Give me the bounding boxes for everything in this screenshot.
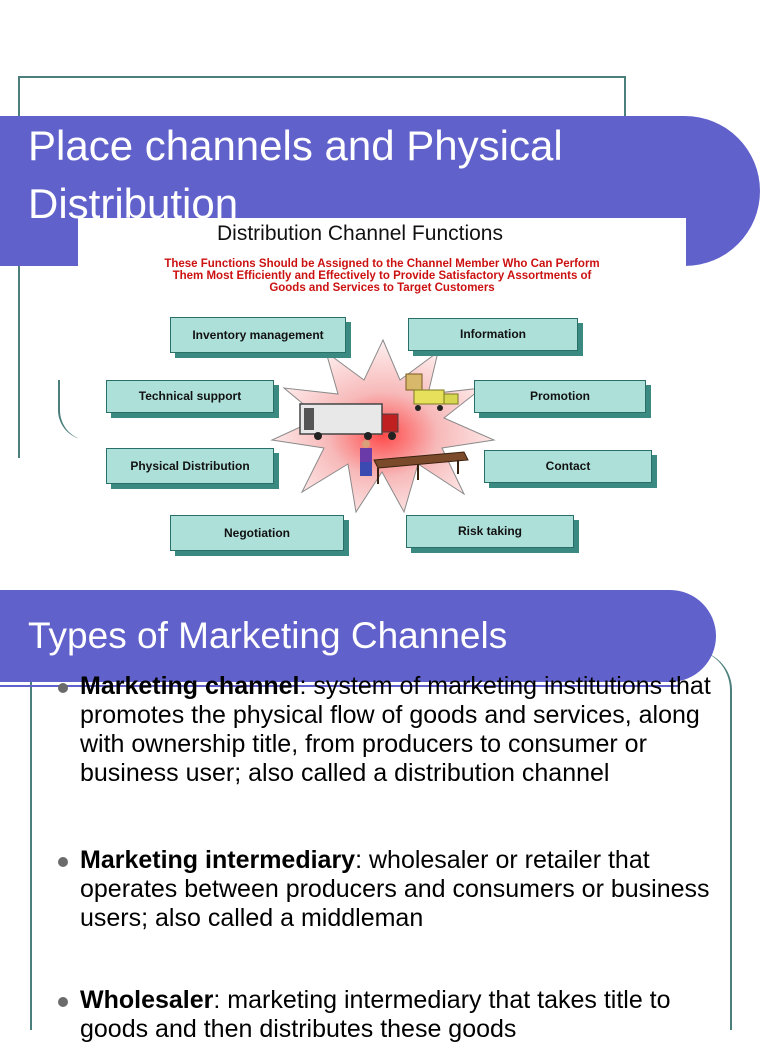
bullet-dot-icon <box>58 857 68 867</box>
forklift-icon <box>405 373 459 411</box>
bullet-text: Wholesaler: marketing intermediary that … <box>80 986 738 1044</box>
slide2-frame <box>30 650 732 1030</box>
function-promotion: Promotion <box>474 380 646 413</box>
bullet-text: Marketing channel: system of marketing i… <box>80 672 738 788</box>
diagram-title: Distribution Channel Functions <box>217 222 503 245</box>
bullet-text: Marketing intermediary: wholesaler or re… <box>80 846 738 933</box>
diagram-subtitle: These Functions Should be Assigned to th… <box>78 258 686 294</box>
bullet-marketing-channel: Marketing channel: system of marketing i… <box>58 672 738 788</box>
slide2-title-bar <box>0 590 716 682</box>
function-technical-support: Technical support <box>106 380 274 413</box>
function-negotiation: Negotiation <box>170 515 344 551</box>
bullet-term: Wholesaler <box>80 986 214 1014</box>
diagram-subtitle-line: Them Most Efficiently and Effectively to… <box>172 270 592 282</box>
bullet-dot-icon <box>58 997 68 1007</box>
function-contact: Contact <box>484 450 652 483</box>
bullet-dot-icon <box>58 683 68 693</box>
bullet-definition: : wholesaler or retailer that operates b… <box>80 846 710 932</box>
slide2-title-underline <box>0 685 680 687</box>
slide2-title: Types of Marketing Channels <box>28 615 508 656</box>
worker-conveyor-icon <box>360 440 469 484</box>
bullet-term: Marketing channel <box>80 672 300 700</box>
function-inventory-management: Inventory management <box>170 317 346 353</box>
truck-icon <box>299 403 399 440</box>
bullet-term: Marketing intermediary <box>80 846 356 874</box>
starburst-illustration <box>270 338 496 514</box>
bullet-marketing-intermediary: Marketing intermediary: wholesaler or re… <box>58 846 738 933</box>
bullet-wholesaler: Wholesaler: marketing intermediary that … <box>58 986 738 1044</box>
distribution-functions-diagram: Distribution Channel Functions These Fun… <box>78 218 686 570</box>
function-information: Information <box>408 318 578 351</box>
slide1-frame-corner <box>58 380 100 440</box>
function-risk-taking: Risk taking <box>406 515 574 548</box>
diagram-subtitle-line: These Functions Should be Assigned to th… <box>164 258 600 270</box>
diagram-subtitle-line: Goods and Services to Target Customers <box>269 282 495 294</box>
slide1-title: Place channels and Physical Distribution <box>28 122 563 227</box>
bullet-definition: : system of marketing institutions that … <box>80 672 711 787</box>
function-physical-distribution: Physical Distribution <box>106 448 274 484</box>
